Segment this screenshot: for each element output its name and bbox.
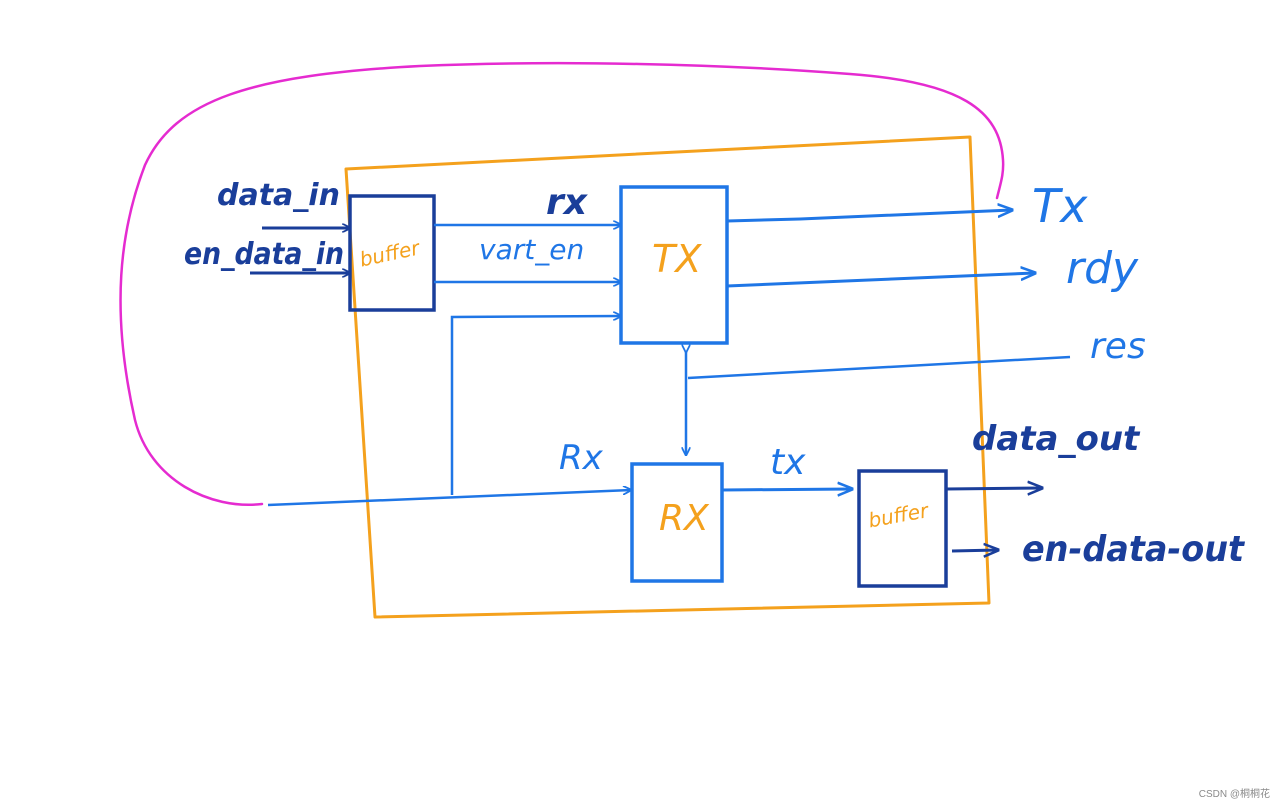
rx-input-wire [267,490,631,507]
rx-block [630,462,724,583]
label-uart-en: vart_en [479,233,584,266]
tx-block [619,185,729,345]
label-tx-block: TX [652,237,702,281]
label-rdy-output: rdy [1066,243,1139,294]
tx-output-wire [726,210,1012,223]
rdy-output-wire [726,273,1035,288]
data-out-wire [945,488,1042,489]
label-rx-block: RX [659,498,710,539]
label-rx-bus: rx [546,182,589,223]
label-buffer-out: buffer [866,498,931,532]
watermark: CSDN @桐桐花 [1199,787,1270,800]
label-buffer-in: buffer [357,235,423,271]
label-data-out: data_out [972,419,1141,459]
loop-feed-wire [450,316,621,495]
tx-lower-wire [721,489,852,490]
buffer-in-block [348,194,436,312]
module-boundary [344,135,991,619]
res-wire [687,355,1071,380]
loopback-wire [119,61,1005,506]
label-tx-lower: tx [770,442,806,483]
buffer-out-block [857,469,948,588]
label-rx-upper: Rx [559,438,604,478]
label-res: res [1090,326,1146,367]
label-tx-output: Tx [1032,179,1088,233]
label-en-data-out: en-data-out [1022,529,1246,570]
en-data-out-wire [951,550,998,551]
label-en-data-in: en_data_in [184,237,344,272]
label-data-in: data_in [217,178,340,213]
